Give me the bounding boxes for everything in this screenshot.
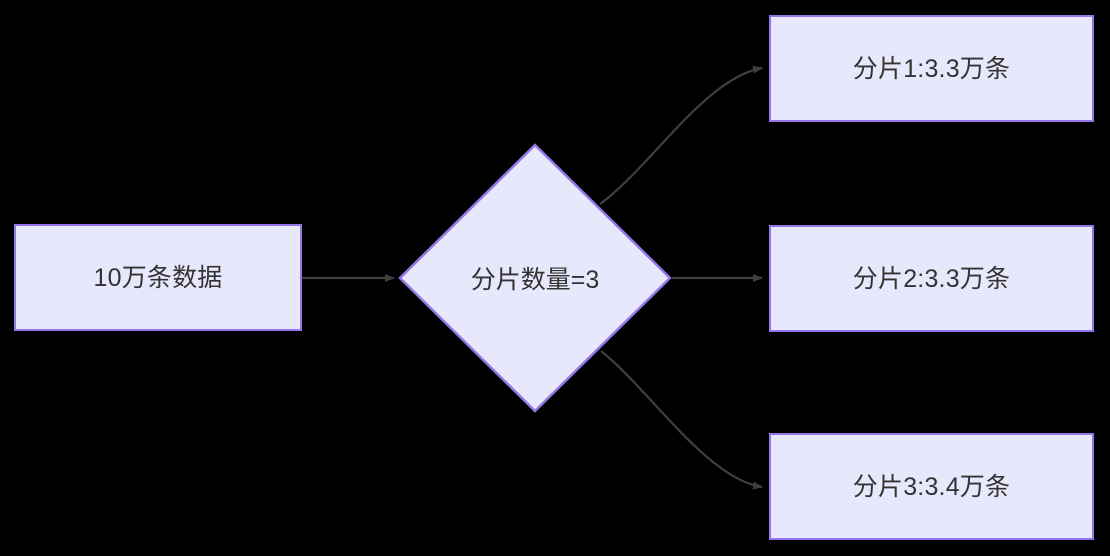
node-shard-2[interactable]: 分片2:3.3万条 [769,225,1094,332]
node-source-data[interactable]: 10万条数据 [14,224,302,331]
node-shard-1[interactable]: 分片1:3.3万条 [769,15,1094,122]
node-shard-3-label: 分片3:3.4万条 [852,472,1011,501]
node-shard-2-label: 分片2:3.3万条 [852,264,1011,293]
node-shard-3[interactable]: 分片3:3.4万条 [769,433,1094,540]
node-decision-shard-count-label: 分片数量=3 [470,266,600,294]
node-source-data-label: 10万条数据 [93,263,223,292]
diamond-shape [398,143,672,413]
node-shard-1-label: 分片1:3.3万条 [852,54,1011,83]
node-decision-shard-count[interactable]: 分片数量=3 [398,143,672,413]
